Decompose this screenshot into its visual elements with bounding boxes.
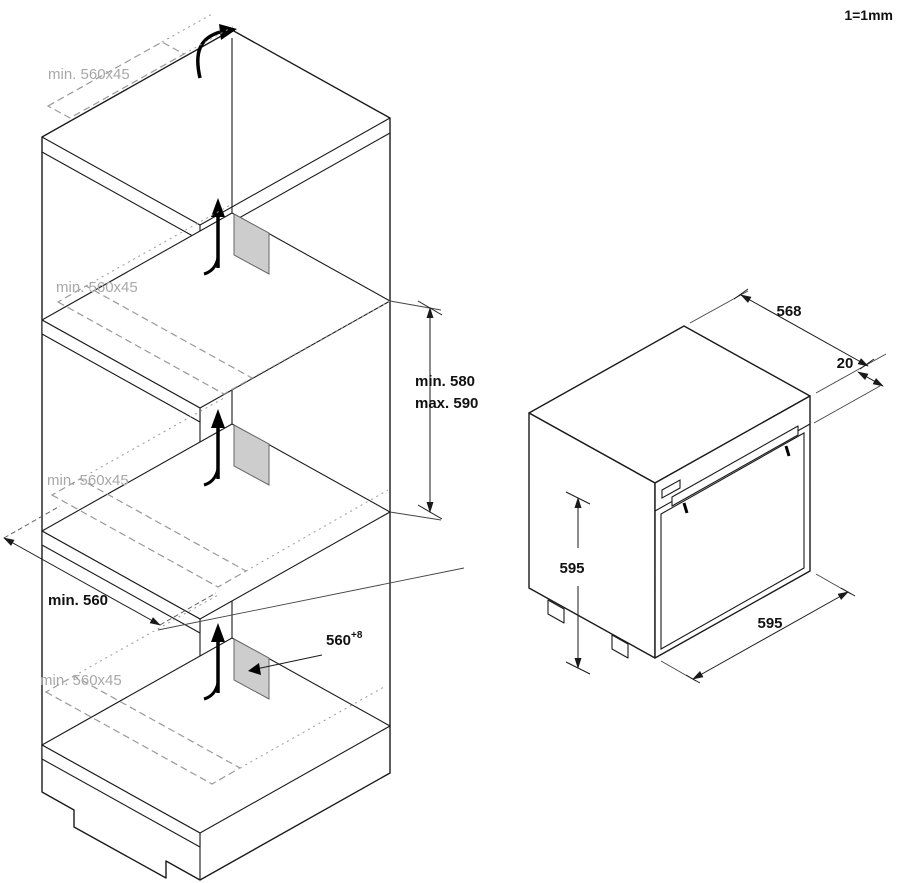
- depth-dimension-label: min. 560: [48, 592, 108, 609]
- dimension-oven-width: 595: [660, 573, 856, 684]
- dimension-oven-height: 595: [559, 491, 591, 675]
- dimension-oven-depth: 568: [689, 288, 887, 394]
- niche-cutout-strip: [44, 594, 385, 785]
- shelf-board: [41, 637, 391, 848]
- oven-handle: [671, 425, 799, 514]
- oven-height-label: 595: [559, 560, 584, 577]
- oven-depth-label: 568: [776, 303, 801, 320]
- oven-width-label: 595: [757, 615, 782, 632]
- oven-foot: [611, 634, 629, 659]
- dimension-niche-height: min. 580 max. 590: [389, 300, 478, 521]
- tall-cabinet-diagram: min. 560x45 min. 560x45 min. 560x45 min.…: [3, 12, 478, 881]
- oven-overhang-label: 20: [837, 355, 854, 372]
- dimension-niche-width: 560+8: [248, 630, 363, 675]
- vent-cutout-label: min. 560x45: [47, 472, 129, 489]
- dimension-depth: min. 560: [3, 505, 465, 631]
- top-airflow-arrow-icon: [196, 24, 237, 79]
- oven-foot: [547, 599, 565, 624]
- niche-cutout-strip: [46, 12, 237, 119]
- vent-cutout-label: min. 560x45: [48, 66, 130, 83]
- scale-note: 1=1mm: [844, 7, 893, 23]
- shelf-board: [41, 212, 391, 423]
- oven-diagram: 568 20 595 595: [528, 288, 887, 684]
- niche-height-min-label: min. 580: [415, 373, 475, 390]
- niche-cutout-strip: [56, 203, 391, 395]
- vent-cutout-label: min. 560x45: [40, 672, 122, 689]
- niche-height-max-label: max. 590: [415, 395, 478, 412]
- dimension-oven-overhang: 20: [813, 355, 884, 424]
- vent-slot: [203, 409, 270, 487]
- oven-door: [660, 432, 805, 650]
- niche-cutout-strip: [50, 397, 389, 588]
- vent-cutout-label: min. 560x45: [56, 279, 138, 296]
- oven-body: [528, 325, 811, 659]
- vent-slot: [203, 198, 270, 276]
- niche-width-label: 560+8: [326, 630, 363, 649]
- oven-display: [661, 479, 681, 499]
